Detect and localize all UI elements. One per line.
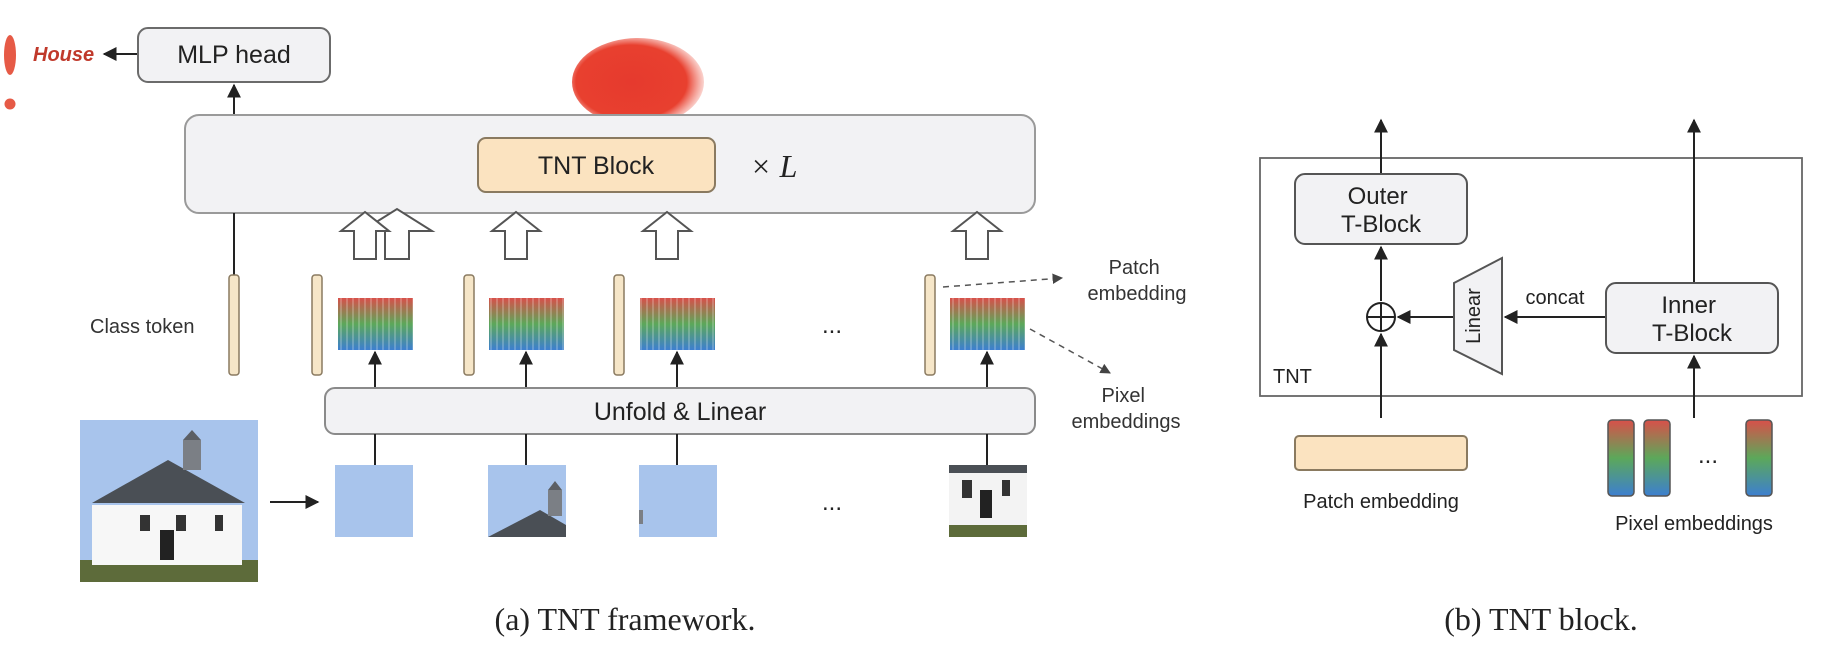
pixel-embedding-column <box>1745 419 1773 497</box>
tnt-frame-label: TNT <box>1273 366 1312 388</box>
linear-trapezoid <box>1453 256 1503 376</box>
hollow-up-arrow-icon <box>489 210 543 260</box>
pixel-embeddings-label: Pixel embeddings <box>1615 513 1773 535</box>
patch-token <box>924 274 936 376</box>
unfold-linear-box <box>324 387 1036 435</box>
patch-embedding-label: Patch embedding <box>1303 491 1459 513</box>
image-patch <box>488 465 566 537</box>
pixel-embeddings-callout: Pixel embeddings <box>1072 385 1181 433</box>
inner-t-block-label-line: T-Block <box>1652 320 1733 347</box>
inner-t-block-label: Inner T-Block <box>1652 292 1733 347</box>
inner-t-block-box <box>1605 282 1779 354</box>
patch-embedding-callout: Patch embedding <box>1088 257 1187 305</box>
patch-embedding-callout-line: embedding <box>1088 283 1187 305</box>
unfold-linear-label: Unfold & Linear <box>594 398 766 426</box>
patch-embedding-bar <box>1294 435 1468 471</box>
outer-t-block-box <box>1294 173 1468 245</box>
input-image-house <box>80 420 258 582</box>
pixel-embedding-column <box>1607 419 1635 497</box>
tnt-block-frame <box>1259 157 1803 397</box>
caption-b: (b) TNT block. <box>1444 601 1637 637</box>
image-patch <box>949 465 1027 537</box>
hollow-up-arrow-icon <box>358 207 436 260</box>
tnt-block-box <box>477 137 716 193</box>
tnt-block-label: TNT Block <box>538 152 655 180</box>
tnt-framework: House MLP head TNT Block × L Class toke <box>4 27 1187 637</box>
red-blob-annotation <box>572 38 704 126</box>
outer-t-block-label-line: T-Block <box>1341 211 1422 238</box>
hollow-up-arrow-icon <box>950 210 1004 260</box>
mlp-head-label: MLP head <box>177 41 291 69</box>
patch-token <box>311 274 323 376</box>
caption-a: (a) TNT framework. <box>495 601 756 637</box>
ellipsis: ... <box>1698 442 1718 469</box>
ellipsis: ... <box>822 312 842 339</box>
hollow-up-arrow-icon <box>338 210 392 260</box>
class-token-label: Class token <box>90 316 195 338</box>
outer-t-block-label-line: Outer <box>1348 183 1408 210</box>
pixel-embeddings-callout-line: Pixel <box>1102 385 1145 407</box>
concat-label: concat <box>1526 287 1585 309</box>
output-label: House <box>33 44 94 66</box>
image-patch <box>639 465 717 537</box>
repeat-label: × L <box>750 148 797 184</box>
inner-t-block-label-line: Inner <box>1661 292 1716 319</box>
ellipsis: ... <box>822 489 842 516</box>
patch-token <box>613 274 625 376</box>
mlp-head-box <box>137 27 331 83</box>
patch-embedding-callout-line: Patch <box>1109 257 1160 279</box>
pixel-embeddings-callout-line: embeddings <box>1072 411 1181 433</box>
exclamation-mark-annotation <box>4 35 16 110</box>
linear-label: Linear <box>1463 288 1485 344</box>
pixel-embedding-column <box>1643 419 1671 497</box>
circled-plus-icon <box>1366 302 1396 332</box>
class-token <box>228 274 240 376</box>
outer-t-block-label: Outer T-Block <box>1341 183 1422 238</box>
tnt-block-detail: TNT Outer T-Block Linear concat Inner T-… <box>1259 118 1803 637</box>
image-patch <box>335 465 413 537</box>
hollow-up-arrow-icon <box>640 210 694 260</box>
patch-token <box>463 274 475 376</box>
